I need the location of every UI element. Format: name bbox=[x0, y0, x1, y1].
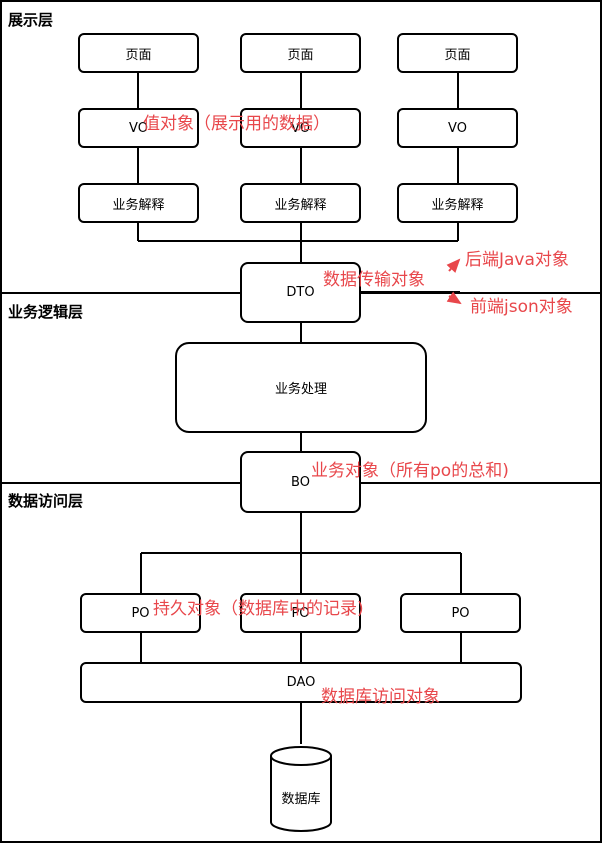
dto-node: DTO bbox=[240, 262, 361, 323]
backend-arrow bbox=[446, 258, 461, 273]
frontend-annotation: 前端json对象 bbox=[470, 297, 573, 317]
vo-annotation: 值对象（展示用的数据） bbox=[143, 114, 330, 134]
dao-annotation: 数据库访问对象 bbox=[321, 687, 440, 707]
po-node-2: PO bbox=[240, 593, 361, 633]
presentation-connectors bbox=[137, 72, 459, 262]
po-node-1: PO bbox=[80, 593, 201, 633]
frontend-arrow bbox=[446, 291, 462, 305]
vo-node-3: VO bbox=[397, 108, 518, 148]
page-node-1: 页面 bbox=[78, 33, 199, 73]
business-layer-title: 业务逻辑层 bbox=[8, 303, 84, 321]
page-node-2: 页面 bbox=[240, 33, 361, 73]
biz-explain-node-1: 业务解释 bbox=[78, 183, 199, 223]
biz-process-node: 业务处理 bbox=[175, 342, 427, 433]
bo-node: BO bbox=[240, 451, 361, 513]
database-cylinder bbox=[270, 746, 332, 832]
bo-annotation: 业务对象（所有po的总和) bbox=[311, 461, 509, 481]
dto-annotation: 数据传输对象 bbox=[323, 270, 425, 290]
core-connectors bbox=[140, 322, 462, 744]
biz-explain-node-2: 业务解释 bbox=[240, 183, 361, 223]
presentation-layer-title: 展示层 bbox=[8, 11, 54, 29]
vo-node-2: VO bbox=[240, 108, 361, 148]
biz-explain-node-3: 业务解释 bbox=[397, 183, 518, 223]
po-node-3: PO bbox=[400, 593, 521, 633]
dao-node: DAO bbox=[80, 662, 522, 703]
vo-node-1: VO bbox=[78, 108, 199, 148]
po-annotation: 持久对象（数据库中的记录) bbox=[153, 599, 364, 619]
data-access-layer-title: 数据访问层 bbox=[8, 492, 84, 510]
page-node-3: 页面 bbox=[397, 33, 518, 73]
database-label: 数据库 bbox=[281, 792, 321, 807]
backend-annotation: 后端Java对象 bbox=[465, 250, 569, 270]
